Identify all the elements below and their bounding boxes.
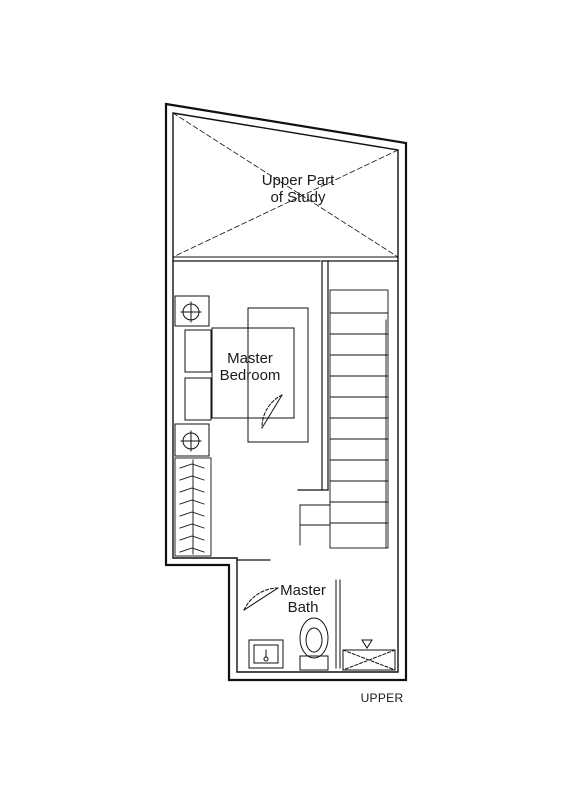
master-bath-label-line1: Master: [280, 582, 326, 599]
master-bedroom-label-line1: Master: [227, 350, 273, 367]
study-void-x-marks: [172, 112, 399, 258]
wardrobe: [174, 457, 212, 557]
level-caption: UPPER: [360, 691, 404, 705]
study-void-label: Upper Part of Study: [228, 172, 368, 207]
master-bedroom-label: Master Bedroom: [200, 350, 300, 385]
master-bath-label-line2: Bath: [287, 599, 319, 617]
bedside-table-bottom: [174, 423, 210, 457]
bedroom-door: [261, 394, 283, 429]
study-void-label-line2: of Study: [270, 189, 326, 207]
toilet: [299, 617, 329, 671]
interior-walls: [172, 260, 399, 561]
bedside-table-top: [174, 295, 210, 327]
shower-partition: [335, 579, 396, 671]
master-bath-label: Master Bath: [263, 582, 343, 617]
bath-door: [243, 587, 279, 611]
master-bedroom-label-line2: Bedroom: [219, 367, 281, 385]
staircase: [299, 289, 389, 549]
study-void-label-line1: Upper Part: [261, 172, 335, 189]
bed: [184, 307, 309, 443]
wash-basin: [248, 639, 284, 669]
